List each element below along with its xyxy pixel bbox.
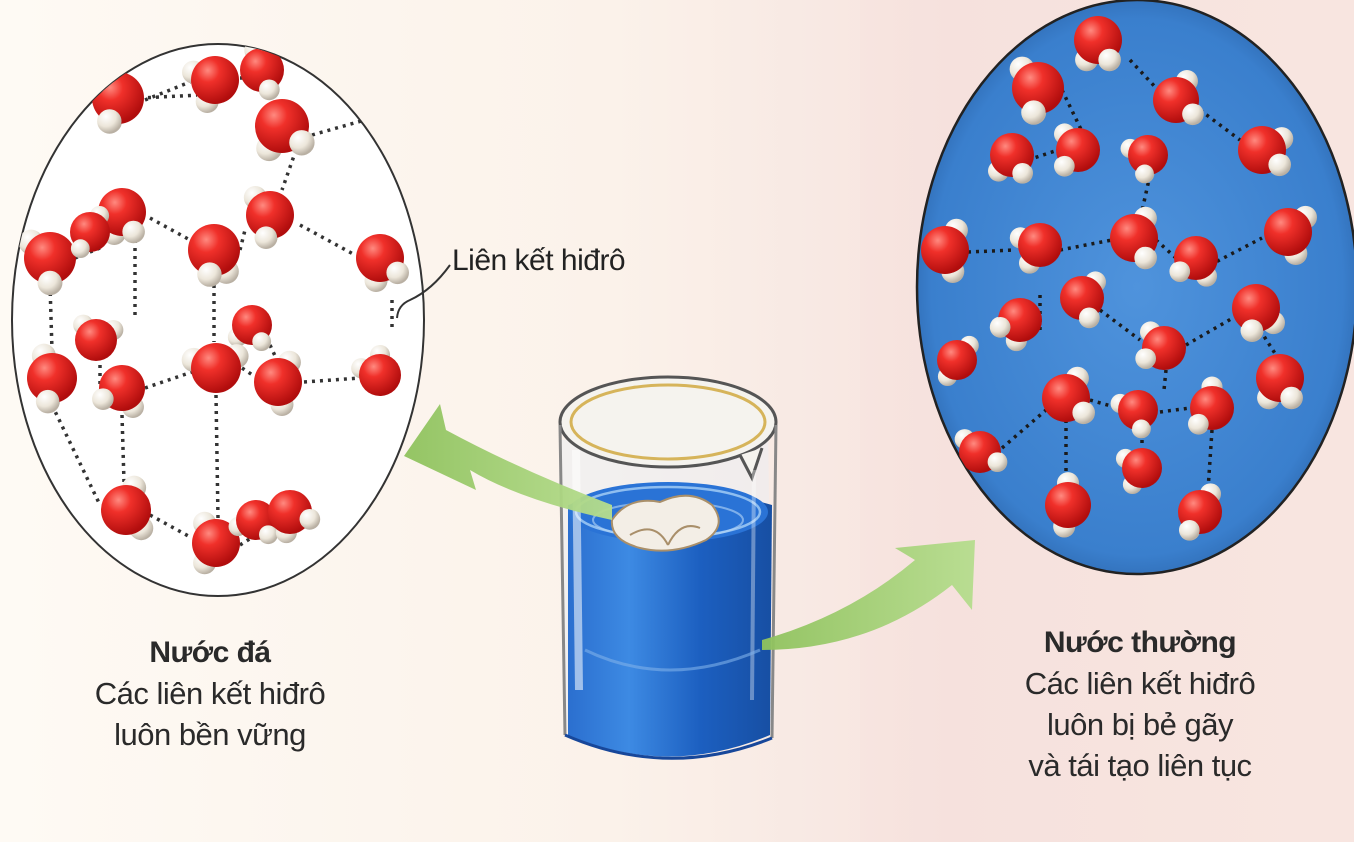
water-description-line-1: Các liên kết hiđrô [990,668,1290,699]
oxygen-atom [191,56,239,104]
hydrogen-atom [988,452,1007,471]
hydrogen-atom [71,239,89,257]
hydrogen-atom [1268,154,1290,176]
hydrogen-atom [1170,261,1190,281]
hydrogen-atom [300,509,320,529]
hydrogen-atom [198,262,222,286]
ice-caption: Nước đá Các liên kết hiđrô luôn bền vững [40,638,380,750]
water-structure [917,0,1354,574]
water-molecule-icon [1074,16,1122,71]
hydrogen-atom [1022,100,1046,124]
hydrogen-atom [38,271,62,295]
hydrogen-atom [1280,387,1302,409]
hydrogen-atom [1182,103,1203,124]
hydrogen-atom [1098,49,1120,71]
hydrogen-atom [252,332,270,350]
water-title: Nước thường [990,628,1290,658]
oxygen-atom [1045,482,1091,528]
oxygen-atom [75,319,117,361]
oxygen-atom [921,226,969,274]
hydrogen-atom [1132,420,1150,438]
hydrogen-atom [92,388,113,409]
oxygen-atom [1264,208,1312,256]
hydrogen-atom [1241,319,1263,341]
hydrogen-atom [36,390,59,413]
hydrogen-atom [1179,520,1199,540]
oxygen-atom [937,340,977,380]
oxygen-atom [1018,223,1062,267]
hydrogen-atom [98,109,122,133]
hydrogen-atom [289,130,314,155]
hydrogen-atom [1136,165,1154,183]
hydrogen-atom [1134,247,1156,269]
hydrogen-atom [1136,348,1156,368]
water-description-line-3: và tái tạo liên tục [990,750,1290,781]
hydrogen-bond-line [122,415,124,482]
oxygen-atom [101,485,151,535]
hydrogen-atom [386,262,408,284]
ice-description-line-2: luôn bền vững [40,719,380,750]
hydrogen-atom [1188,414,1208,434]
beaker-icon [560,377,776,758]
hydrogen-atom [255,226,277,248]
hydrogen-bond-label: Liên kết hiđrô [452,244,625,278]
hydrogen-atom [1079,308,1099,328]
hydrogen-atom [1072,402,1094,424]
oxygen-atom [254,358,302,406]
ice-structure [12,40,424,596]
hydrogen-atom [1054,156,1074,176]
hydrogen-atom [259,525,277,543]
hydrogen-atom [122,221,144,243]
hydrogen-atom [259,80,279,100]
oxygen-atom [359,354,401,396]
ice-title: Nước đá [40,638,380,668]
oxygen-atom [191,343,241,393]
water-description-line-2: luôn bị bẻ gãy [990,709,1290,740]
ice-description-line-1: Các liên kết hiđrô [40,678,380,709]
hydrogen-atom [990,317,1010,337]
water-molecule-icon [1256,354,1304,409]
water-caption: Nước thường Các liên kết hiđrô luôn bị b… [990,628,1290,781]
hydrogen-atom [1012,163,1032,183]
oxygen-atom [1122,448,1162,488]
